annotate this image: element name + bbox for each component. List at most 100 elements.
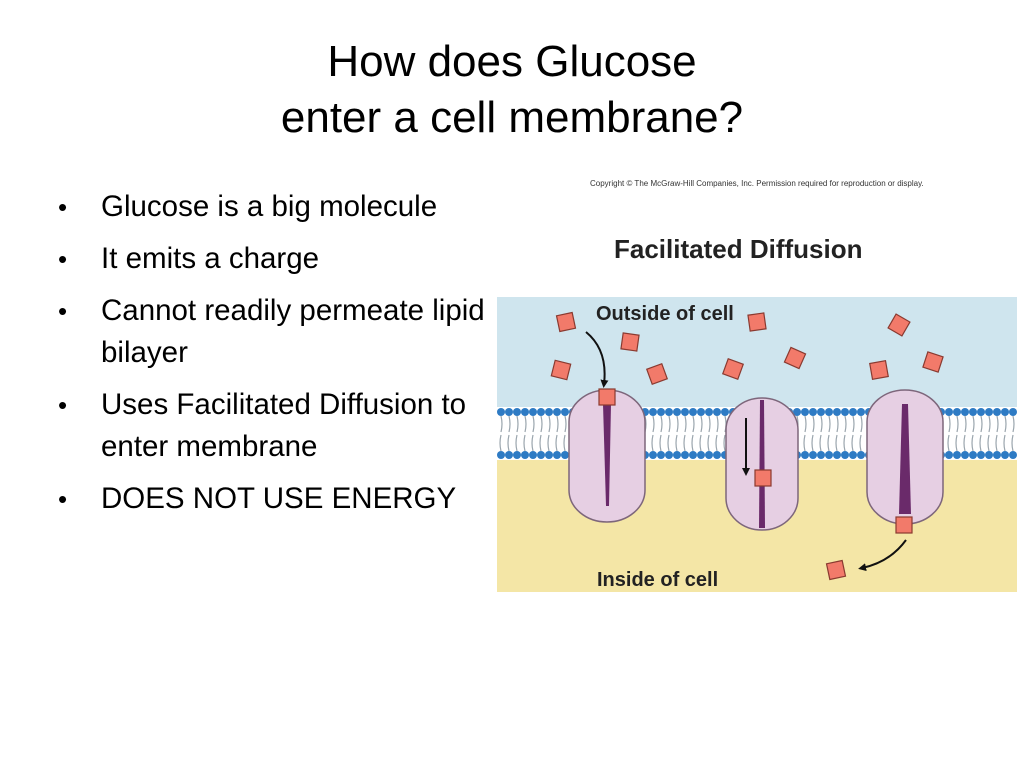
lipid-head — [841, 451, 849, 459]
lipid-tail — [507, 434, 510, 452]
lipid-head — [497, 408, 505, 416]
glucose-icon — [869, 360, 889, 380]
glucose-icon — [747, 312, 767, 332]
lipid-head — [801, 408, 809, 416]
lipid-tail — [500, 415, 503, 433]
bullet-text: It emits a charge — [101, 242, 320, 275]
lipid-tail — [675, 434, 678, 452]
lipid-tail — [804, 415, 807, 433]
lipid-tail — [667, 434, 670, 452]
bullet-text: Glucose is a big molecule — [101, 190, 438, 223]
lipid-head — [537, 451, 545, 459]
lipid-head — [657, 408, 665, 416]
protein-channel — [603, 404, 611, 506]
lipid-tail — [811, 434, 814, 452]
lipid-head — [497, 451, 505, 459]
lipid-head — [545, 408, 553, 416]
lipid-tail — [564, 415, 567, 433]
glucose-icon — [721, 357, 745, 381]
bullet-item: • Cannot readily permeate lipid bilayer — [58, 290, 498, 374]
inside-of-cell-label: Inside of cell — [597, 569, 718, 591]
lipid-head — [713, 451, 721, 459]
bullet-icon: • — [58, 484, 68, 514]
lipid-tail — [508, 415, 511, 433]
lipid-tail — [836, 415, 839, 433]
lipid-tail — [819, 434, 822, 452]
lipid-tail — [964, 415, 967, 433]
lipid-head — [649, 451, 657, 459]
bullet-item: •Uses Facilitated Diffusion to enter mem… — [58, 384, 498, 468]
bullet-text: Uses Facilitated Diffusion to enter memb… — [101, 388, 467, 463]
lipid-tail — [835, 434, 838, 452]
lipid-head — [553, 451, 561, 459]
lipid-head — [961, 451, 969, 459]
lipid-head — [657, 451, 665, 459]
lipid-tail — [684, 415, 687, 433]
protein-channel — [899, 404, 911, 514]
lipid-head — [809, 408, 817, 416]
bullet-icon: • — [58, 296, 68, 326]
lipid-head — [713, 408, 721, 416]
lipid-tail — [979, 434, 982, 452]
glucose-icon — [645, 362, 669, 386]
lipid-tail — [563, 434, 566, 452]
lipid-head — [809, 451, 817, 459]
lipid-tail — [947, 434, 950, 452]
lipid-head — [825, 451, 833, 459]
lipid-head — [529, 451, 537, 459]
lipid-head — [1001, 408, 1009, 416]
lipid-tail — [859, 434, 862, 452]
title-line-2: enter a cell membrane? — [280, 93, 744, 142]
lipid-tail — [524, 415, 527, 433]
lipid-tail — [652, 415, 655, 433]
glucose-molecules — [550, 311, 944, 581]
lipid-head — [689, 451, 697, 459]
lipid-tail — [996, 415, 999, 433]
glucose-icon — [754, 469, 772, 487]
lipid-tail — [843, 434, 846, 452]
lipid-tail — [700, 415, 703, 433]
lipid-head — [817, 408, 825, 416]
lipid-head — [705, 451, 713, 459]
lipid-tail — [556, 415, 559, 433]
lipid-tail — [659, 434, 662, 452]
lipid-head — [505, 451, 513, 459]
lipid-head — [857, 451, 865, 459]
glucose-icon — [825, 559, 847, 581]
lipid-tail — [708, 415, 711, 433]
bullet-item: •It emits a charge — [58, 238, 498, 280]
lipid-tail — [691, 434, 694, 452]
lipid-head — [649, 408, 657, 416]
lipid-tail — [820, 415, 823, 433]
lipid-head — [697, 408, 705, 416]
lipid-tail — [987, 434, 990, 452]
lipid-head — [993, 408, 1001, 416]
protein-channel — [759, 400, 765, 528]
lipid-tail — [547, 434, 550, 452]
bullet-list: •Glucose is a big molecule •It emits a c… — [58, 186, 498, 530]
lipid-head — [561, 451, 569, 459]
lipid-head — [505, 408, 513, 416]
lipid-head — [545, 451, 553, 459]
lipid-tail — [532, 415, 535, 433]
lipid-head — [1009, 408, 1017, 416]
lipid-tail — [723, 434, 726, 452]
lipid-tail — [516, 415, 519, 433]
lipid-tail — [548, 415, 551, 433]
outside-of-cell-label: Outside of cell — [596, 303, 734, 325]
lipid-head — [1009, 451, 1017, 459]
title-line-1: How does Glucose — [327, 37, 697, 86]
lipid-head — [977, 451, 985, 459]
diagram-heading: Facilitated Diffusion — [614, 234, 862, 264]
lipid-head — [513, 451, 521, 459]
arrow-icon — [585, 331, 609, 388]
lipid-head — [673, 451, 681, 459]
lipid-tail — [1004, 415, 1007, 433]
transport-arrows — [585, 331, 907, 572]
bullet-text: Cannot readily permeate lipid bilayer — [101, 294, 485, 369]
lipid-head — [817, 451, 825, 459]
lipid-head — [849, 408, 857, 416]
lipid-tail — [956, 415, 959, 433]
lipid-tail — [699, 434, 702, 452]
